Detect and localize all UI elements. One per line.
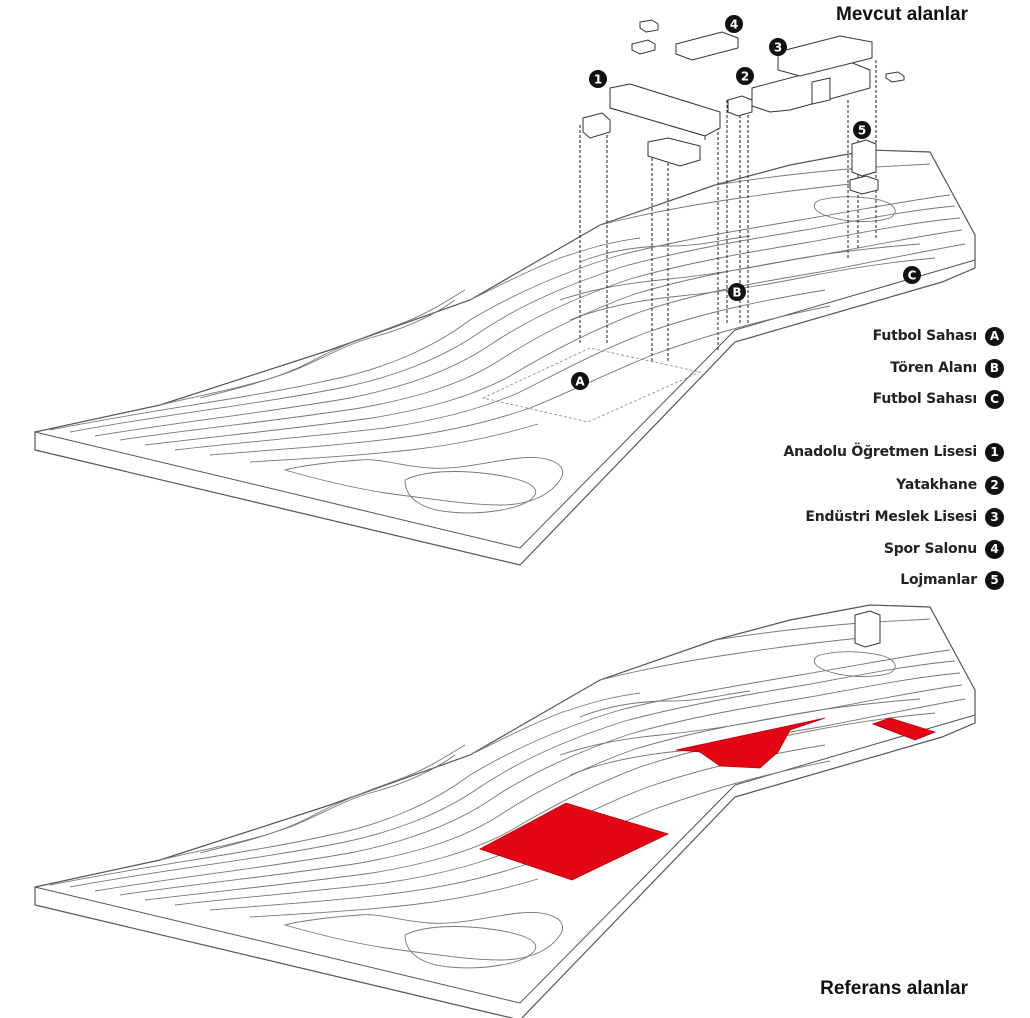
marker-area-b: B — [728, 283, 746, 301]
legend-marker: 3 — [985, 507, 1004, 527]
legend-marker: 2 — [985, 475, 1004, 495]
svg-text:C: C — [908, 269, 917, 283]
terrain-bottom — [34, 604, 976, 1018]
legend-marker: 4 — [985, 539, 1004, 559]
marker-building-1: 1 — [589, 70, 607, 88]
legend-item-building-1: Anadolu Öğretmen Lisesi 1 — [783, 442, 1004, 462]
legend-label: Anadolu Öğretmen Lisesi — [783, 444, 977, 460]
legend-label: Tören Alanı — [890, 360, 977, 376]
legend-item-area-b: Tören Alanı B — [890, 358, 1004, 378]
svg-text:1: 1 — [594, 73, 602, 87]
marker-building-4: 4 — [725, 15, 743, 33]
legend-label: Endüstri Meslek Lisesi — [805, 509, 977, 525]
legend-label: Lojmanlar — [900, 572, 977, 588]
legend-item-area-a: Futbol Sahası A — [873, 326, 1004, 346]
marker-area-a: A — [571, 372, 589, 390]
legend-item-area-c: Futbol Sahası C — [873, 389, 1004, 409]
svg-text:3: 3 — [774, 41, 782, 55]
legend-item-building-2: Yatakhane 2 — [896, 475, 1004, 495]
marker-building-3: 3 — [769, 38, 787, 56]
building-5 — [849, 139, 879, 195]
building-2 — [727, 95, 753, 117]
svg-text:B: B — [732, 286, 741, 300]
legend-label: Yatakhane — [896, 477, 977, 493]
reference-area-field-a — [478, 802, 670, 881]
reference-area-field-c — [871, 717, 937, 741]
legend-label: Futbol Sahası — [872, 391, 978, 407]
marker-building-2: 2 — [736, 67, 754, 85]
terrain-top — [34, 149, 976, 566]
building-4 — [631, 19, 905, 83]
svg-text:2: 2 — [741, 70, 749, 84]
svg-text:A: A — [575, 375, 585, 389]
title-reference-areas: Referans alanlar — [820, 978, 968, 999]
title-existing-areas: Mevcut alanlar — [836, 4, 968, 25]
legend-marker: 1 — [985, 442, 1004, 462]
marker-area-c: C — [903, 266, 921, 284]
legend-label: Spor Salonu — [883, 541, 977, 557]
legend-item-building-5: Lojmanlar 5 — [900, 570, 1004, 590]
projection-lines — [579, 60, 877, 362]
marker-building-5: 5 — [853, 121, 871, 139]
legend-label: Futbol Sahası — [872, 328, 978, 344]
svg-text:4: 4 — [730, 18, 738, 32]
svg-text:5: 5 — [858, 124, 866, 138]
reference-area-ceremony-b — [675, 717, 826, 769]
building-1 — [582, 83, 721, 167]
legend-marker: B — [985, 358, 1004, 378]
legend-item-building-3: Endüstri Meslek Lisesi 3 — [805, 507, 1004, 527]
building-3 — [751, 35, 873, 113]
legend-item-building-4: Spor Salonu 4 — [884, 539, 1004, 559]
legend-marker: 5 — [985, 570, 1004, 590]
field-a-outline — [481, 347, 702, 423]
reference-areas — [478, 717, 937, 881]
legend-marker: A — [985, 326, 1004, 346]
legend-marker: C — [985, 389, 1004, 409]
